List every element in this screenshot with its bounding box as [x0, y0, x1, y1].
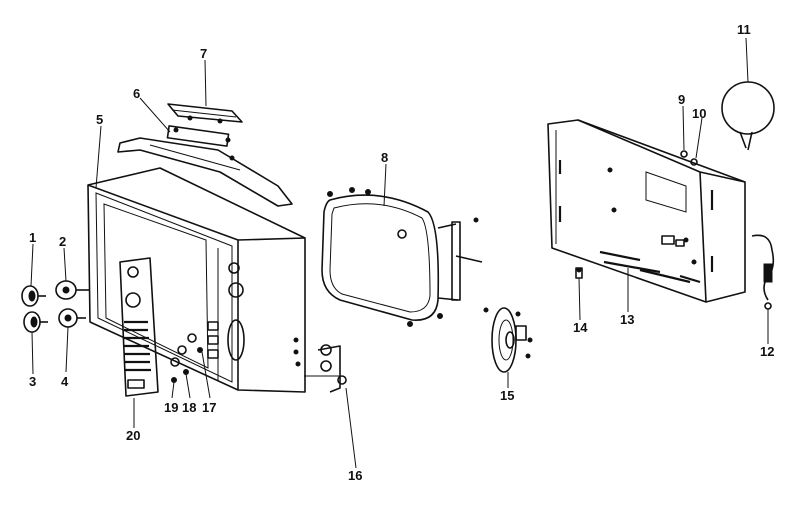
part-6-support-rail: [117, 125, 293, 207]
callout-5: 5: [96, 112, 103, 127]
callout-11: 11: [737, 22, 751, 37]
part-8-picture-tube: [321, 187, 483, 327]
part-14-clip: [575, 267, 583, 279]
part-5-cabinet: [87, 167, 347, 393]
callout-17: 17: [202, 400, 216, 415]
leader-lines: [30, 37, 769, 469]
callout-20: 20: [126, 428, 140, 443]
callout-16: 16: [348, 468, 362, 483]
callout-1: 1: [29, 230, 36, 245]
part-2-knob: [55, 280, 90, 300]
callout-12: 12: [760, 344, 774, 359]
part-9-screw: [680, 150, 688, 158]
callout-18: 18: [182, 400, 196, 415]
part-11-antenna-loop: [721, 81, 775, 151]
part-13-back-cover: [547, 119, 746, 303]
callout-10: 10: [692, 106, 706, 121]
callout-7: 7: [200, 46, 207, 61]
callout-3: 3: [29, 374, 36, 389]
part-12-power-cord: [751, 234, 775, 310]
part-4-knob: [58, 308, 86, 328]
part-1-knob: [21, 285, 46, 307]
callout-19: 19: [164, 400, 178, 415]
callout-numbers: 1 2 3 4 5 6 7 8 9 10 11 12 13 14 15 16 1…: [29, 22, 774, 483]
part-15-speaker: [483, 307, 533, 373]
part-18-screw: [183, 369, 189, 375]
callout-9: 9: [678, 92, 685, 107]
callout-15: 15: [500, 388, 514, 403]
part-10-screw: [690, 158, 698, 166]
part-3-knob: [23, 311, 48, 333]
callout-4: 4: [61, 374, 69, 389]
callout-14: 14: [573, 320, 588, 335]
callout-13: 13: [620, 312, 634, 327]
callout-2: 2: [59, 234, 66, 249]
part-20-control-panel: [119, 257, 159, 397]
part-19-screw: [171, 377, 177, 383]
callout-8: 8: [381, 150, 388, 165]
callout-6: 6: [133, 86, 140, 101]
part-17-bracket: [197, 347, 203, 353]
part-7-top-bracket: [167, 103, 243, 124]
